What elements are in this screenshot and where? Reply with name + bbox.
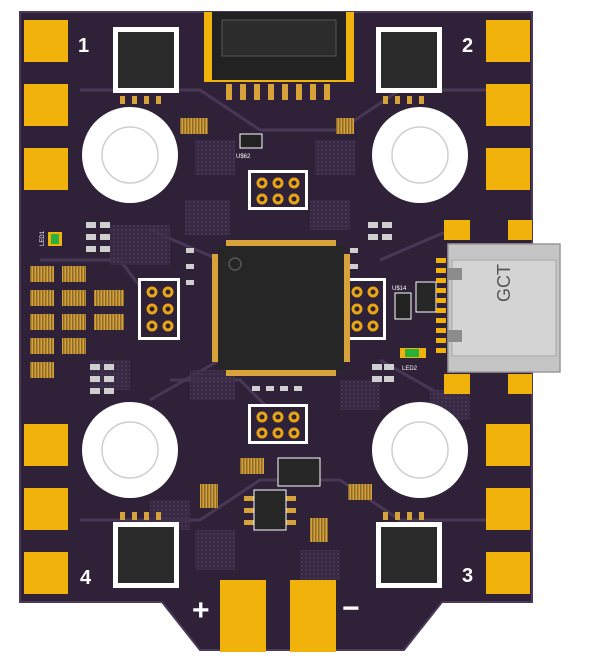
chip-label-top: U$62 bbox=[236, 154, 251, 160]
top-connector bbox=[204, 12, 354, 100]
motor-label-4: 4 bbox=[80, 567, 92, 589]
motor-label-1: 1 bbox=[78, 35, 89, 57]
usb-brand-label: GCT bbox=[494, 264, 514, 302]
power-pad-negative bbox=[290, 580, 336, 652]
small-chip-top bbox=[239, 133, 263, 149]
left-motor-pads bbox=[24, 20, 68, 594]
mounting-holes bbox=[82, 107, 468, 498]
led-2-label: LED2 bbox=[402, 366, 418, 372]
motor-label-3: 3 bbox=[462, 565, 473, 587]
sot-chip bbox=[244, 489, 296, 531]
power-label-negative: − bbox=[342, 592, 360, 625]
led-1-label: LED1 bbox=[40, 230, 46, 246]
led-2 bbox=[400, 348, 426, 358]
usb-side-chip bbox=[415, 281, 437, 313]
mosfet-chips bbox=[113, 27, 442, 588]
header-pin-holes bbox=[146, 177, 379, 439]
power-label-positive: + bbox=[192, 594, 210, 627]
small-chip-usb bbox=[394, 292, 412, 320]
via-fields bbox=[90, 140, 470, 580]
usb-connector bbox=[436, 220, 561, 394]
chip-label-usb: U$14 bbox=[392, 286, 407, 292]
resistor-array bbox=[86, 222, 394, 394]
power-pad-positive bbox=[220, 580, 266, 652]
right-motor-pads bbox=[486, 20, 530, 594]
mosfet-pins bbox=[120, 96, 424, 520]
mcu-chip bbox=[212, 240, 350, 376]
motor-label-2: 2 bbox=[462, 35, 473, 57]
capacitor-array bbox=[30, 118, 372, 542]
led-1 bbox=[48, 232, 62, 246]
regulator-chip bbox=[277, 457, 321, 487]
